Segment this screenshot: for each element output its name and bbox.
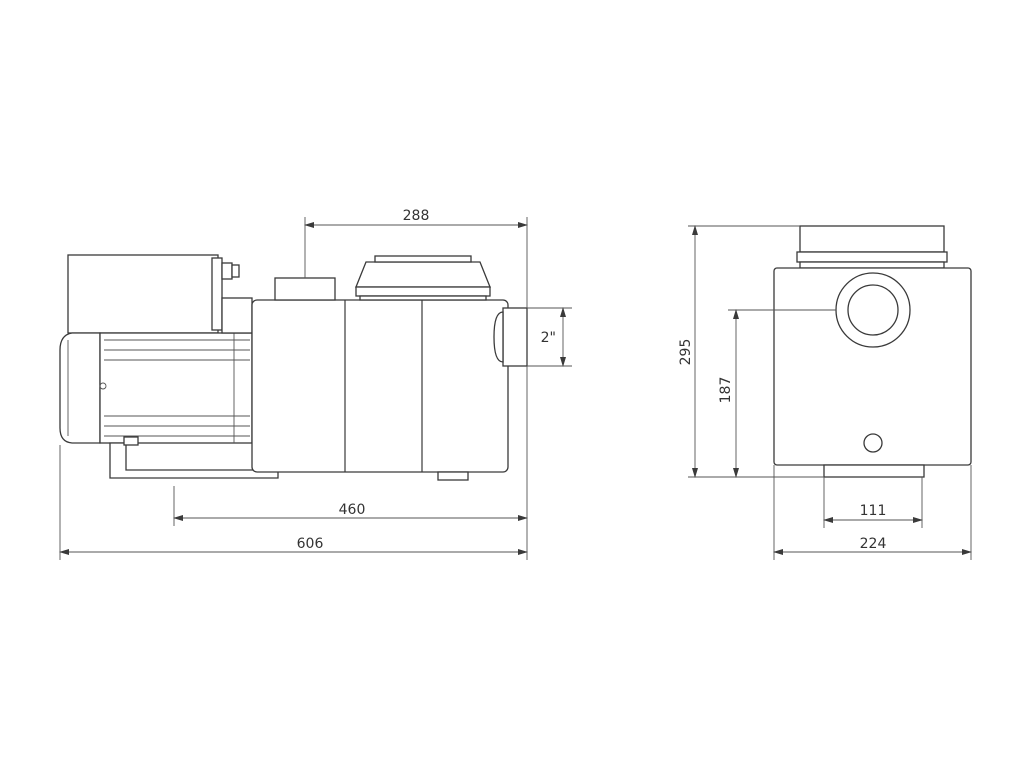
dimension-inlet-height-label: 187 — [718, 377, 734, 404]
pump-housing — [251, 277, 509, 481]
dimension-overall-height-label: 295 — [678, 339, 694, 366]
side-view: 288 2" 460 606 — [59, 208, 572, 560]
dimension-base-width: 111 — [823, 477, 923, 528]
dimension-overall-width-label: 224 — [860, 536, 887, 552]
dimension-base-to-outlet: 460 — [173, 366, 528, 526]
dimension-overall-length-label: 606 — [297, 536, 324, 552]
dimension-base-to-outlet-label: 460 — [339, 502, 366, 518]
dimension-overall-width: 224 — [773, 465, 972, 560]
inlet-nozzle — [493, 307, 528, 367]
strainer-lid — [355, 255, 491, 301]
dimension-overall-height: 295 — [678, 225, 824, 478]
drain-plug — [863, 433, 883, 453]
terminal-box — [67, 254, 240, 334]
dimension-inlet-height: 187 — [718, 309, 836, 478]
motor-fan-cover — [59, 332, 101, 444]
dimension-inlet-diameter: 2" — [527, 307, 572, 367]
front-strainer-lid — [796, 225, 948, 269]
dimension-overall-length: 606 — [59, 445, 528, 560]
front-base — [823, 464, 925, 478]
dimension-top-length: 288 — [304, 208, 528, 308]
front-inlet-port — [835, 272, 911, 348]
dimension-top-length-label: 288 — [403, 208, 430, 224]
motor-body — [99, 297, 253, 444]
front-view: 295 187 111 224 — [678, 225, 972, 560]
dimension-base-width-label: 111 — [860, 503, 887, 519]
dimension-inlet-diameter-label: 2" — [541, 330, 556, 346]
